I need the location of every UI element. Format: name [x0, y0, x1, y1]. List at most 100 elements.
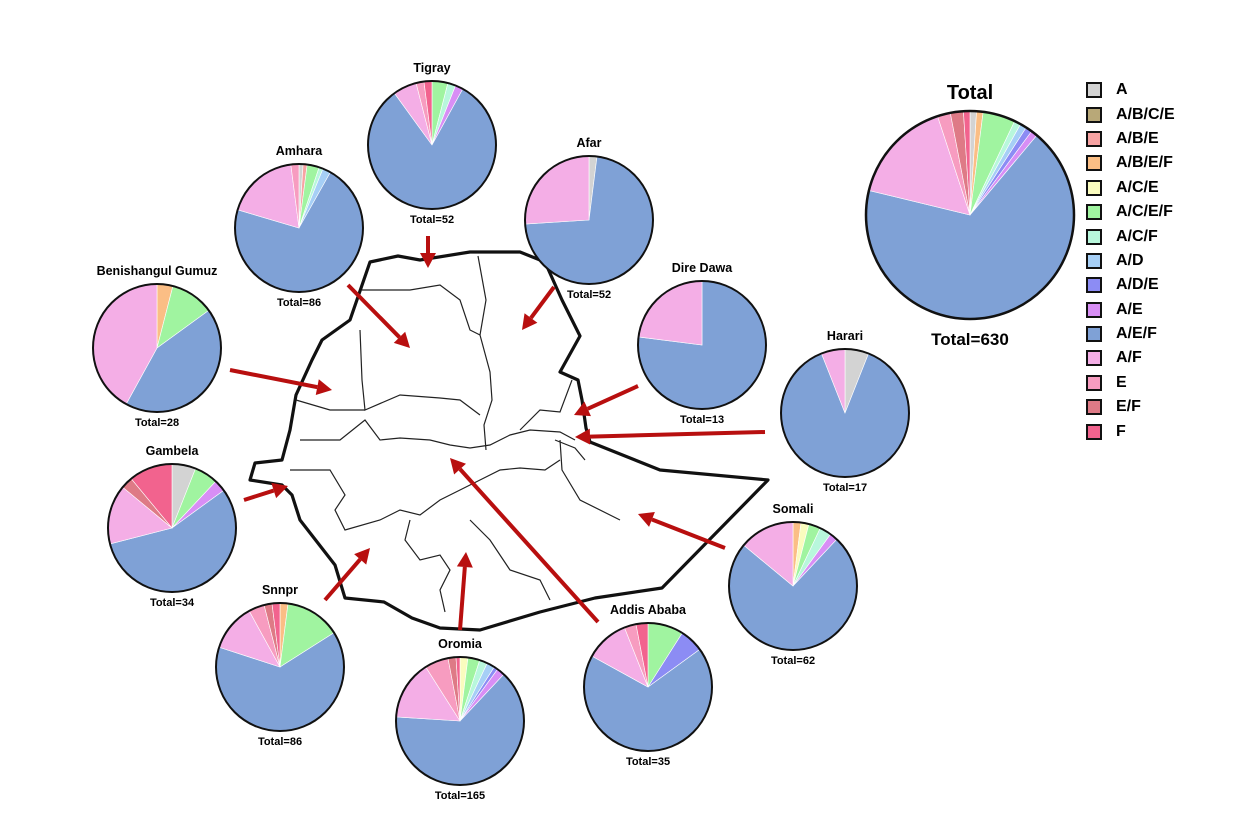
legend-swatch — [1086, 179, 1102, 196]
pie-outline — [395, 656, 525, 786]
legend-label: A/B/E/F — [1116, 154, 1173, 172]
legend-swatch — [1086, 130, 1102, 147]
pie-title-tigray: Tigray — [413, 61, 450, 75]
legend-swatch — [1086, 350, 1102, 367]
region-arrows — [229, 236, 766, 631]
slice-dire-dawa-a-f — [638, 280, 703, 346]
legend-label: A/E/F — [1116, 325, 1157, 343]
arrow-afar — [522, 285, 556, 330]
legend-swatch — [1086, 228, 1102, 245]
pie-total-amhara: Total=86 — [277, 297, 321, 309]
legend-swatch — [1086, 277, 1102, 294]
legend-item-a-c-e-f: A/C/E/F — [1086, 200, 1175, 224]
pie-outline — [92, 283, 222, 413]
pie-total-benishangul-gumuz: Total=28 — [135, 417, 179, 429]
legend: A A/B/C/E A/B/E A/B/E/F A/C/E A/C/E/F A/C/F A/D… — [1086, 78, 1175, 444]
pie-outline — [234, 163, 364, 293]
pie-outline — [637, 280, 767, 410]
legend-swatch — [1086, 155, 1102, 172]
legend-label: A/B/E — [1116, 129, 1159, 147]
pie-title-total: Total — [947, 82, 993, 104]
pie-outline — [524, 155, 654, 285]
legend-swatch — [1086, 252, 1102, 269]
legend-swatch — [1086, 423, 1102, 440]
pie-outline — [215, 602, 345, 732]
legend-item-a-c-e: A/C/E — [1086, 176, 1175, 200]
legend-swatch — [1086, 374, 1102, 391]
legend-label: A/D — [1116, 251, 1144, 269]
pie-total-tigray: Total=52 — [410, 214, 454, 226]
legend-swatch — [1086, 301, 1102, 318]
legend-item-a-b-e: A/B/E — [1086, 127, 1175, 151]
legend-item-a-d: A/D — [1086, 249, 1175, 273]
pie-total-harari: Total=17 — [823, 482, 867, 494]
pie-outline — [367, 80, 497, 210]
legend-item-a-b-e-f: A/B/E/F — [1086, 151, 1175, 175]
legend-swatch — [1086, 326, 1102, 343]
arrow-gambela — [243, 482, 288, 502]
pie-total-oromia: Total=165 — [435, 790, 485, 802]
legend-label: A/B/C/E — [1116, 105, 1175, 123]
legend-item-f: F — [1086, 419, 1175, 443]
legend-swatch — [1086, 204, 1102, 221]
legend-label: A/E — [1116, 300, 1143, 318]
ethiopia-map — [248, 250, 770, 632]
legend-item-a-f: A/F — [1086, 346, 1175, 370]
legend-item-e-f: E/F — [1086, 395, 1175, 419]
pie-total-afar: Total=52 — [567, 289, 611, 301]
arrow-somali — [638, 512, 726, 550]
arrow-snnpr — [323, 548, 370, 602]
legend-item-e: E — [1086, 371, 1175, 395]
pie-outline — [107, 463, 237, 593]
pie-total-addis-ababa: Total=35 — [626, 756, 670, 768]
legend-label: A/D/E — [1116, 276, 1159, 294]
slice-afar-a-f — [524, 155, 590, 225]
arrow-addis-ababa — [450, 458, 600, 624]
legend-item-a-e-f: A/E/F — [1086, 322, 1175, 346]
legend-item-a-d-e: A/D/E — [1086, 273, 1175, 297]
pie-title-benishangul-gumuz: Benishangul Gumuz — [97, 264, 218, 278]
legend-label: A — [1116, 81, 1128, 99]
legend-swatch — [1086, 82, 1102, 99]
legend-item-a: A — [1086, 78, 1175, 102]
map-region-borders — [290, 255, 621, 613]
pie-title-gambela: Gambela — [146, 444, 200, 458]
arrow-dire-dawa — [574, 384, 639, 417]
legend-label: E/F — [1116, 398, 1141, 416]
pie-total-gambela: Total=34 — [150, 597, 195, 609]
legend-label: A/C/E/F — [1116, 203, 1173, 221]
pie-title-afar: Afar — [576, 136, 601, 150]
arrow-tigray — [420, 236, 436, 268]
legend-item-a-e: A/E — [1086, 298, 1175, 322]
legend-item-a-b-c-e: A/B/C/E — [1086, 102, 1175, 126]
legend-swatch — [1086, 106, 1102, 123]
pie-outline — [864, 109, 1076, 321]
legend-swatch — [1086, 399, 1102, 416]
pie-outline — [780, 348, 910, 478]
map-outline — [248, 250, 770, 632]
pie-total-dire-dawa: Total=13 — [680, 414, 724, 426]
arrow-harari — [575, 428, 766, 445]
arrow-oromia — [456, 552, 473, 631]
legend-item-a-c-f: A/C/F — [1086, 224, 1175, 248]
pie-title-addis-ababa: Addis Ababa — [610, 603, 687, 617]
pie-title-snnpr: Snnpr — [262, 583, 298, 597]
pie-outline — [583, 622, 713, 752]
arrow-amhara — [346, 283, 410, 348]
legend-label: A/F — [1116, 349, 1142, 367]
pie-title-oromia: Oromia — [438, 637, 483, 651]
pie-title-amhara: Amhara — [276, 144, 324, 158]
legend-label: A/C/F — [1116, 227, 1158, 245]
